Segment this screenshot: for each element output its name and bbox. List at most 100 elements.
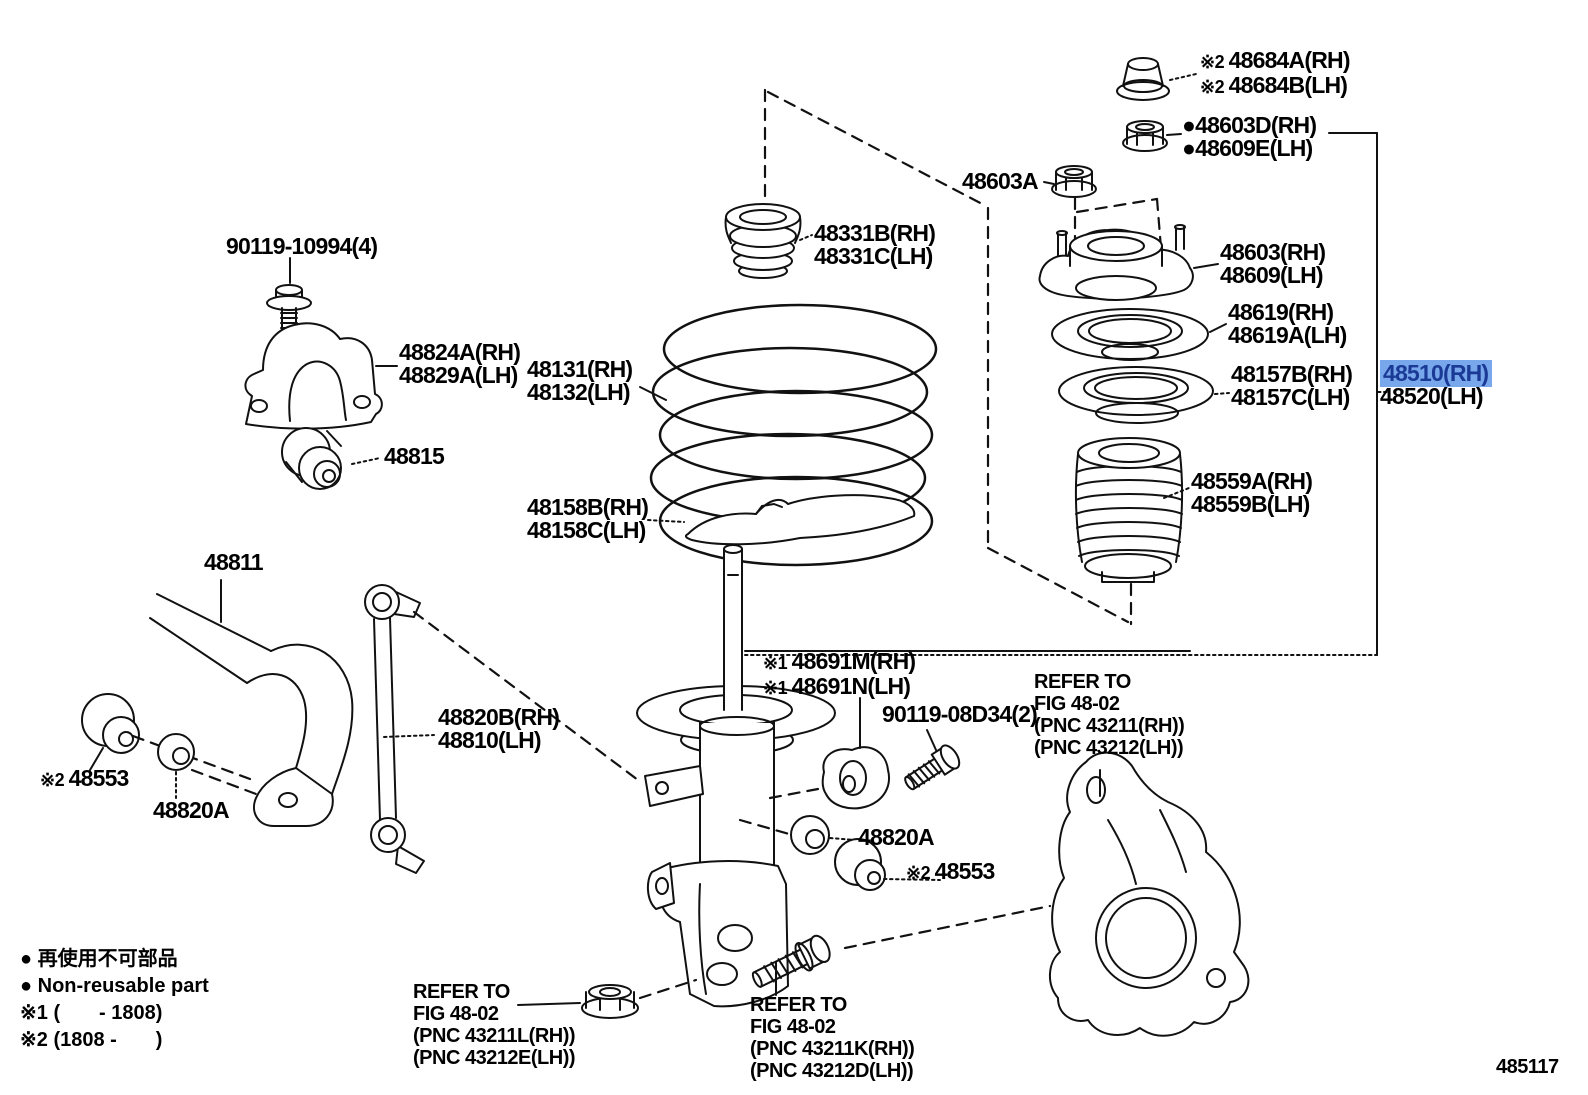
- part-number: 48132(LH): [527, 379, 631, 405]
- part-number: 48158C(LH): [527, 517, 646, 543]
- part-number: 48691N(LH): [791, 673, 911, 699]
- refer-mid-line: REFER TO: [1034, 671, 1184, 693]
- label-48824a-line: 48829A(LH): [399, 364, 520, 387]
- refer-mid-line: (PNC 43212(LH)): [1034, 737, 1184, 759]
- label-48158b-line: 48158C(LH): [527, 519, 648, 542]
- label-48553-left: ※2 48553: [40, 767, 129, 792]
- part-steering-knuckle-drawing: [843, 751, 1250, 1037]
- part-bushing-48553-left-drawing: [81, 693, 252, 781]
- note-mark: ※2: [906, 863, 935, 883]
- label-48815-line: 48815: [384, 445, 445, 468]
- label-48331b: 48331B(RH)48331C(LH): [814, 220, 936, 268]
- refer-bottom-left-line: (PNC 43212E(LH)): [413, 1047, 576, 1069]
- legend-line: ● 再使用不可部品: [20, 946, 209, 973]
- note-mark: ※2: [1200, 52, 1229, 72]
- part-number: REFER TO: [1034, 671, 1131, 693]
- label-48553-mid-line: ※2 48553: [906, 860, 995, 885]
- part-number: 48820B(RH): [438, 704, 560, 730]
- part-bump-stopper-48331-drawing: [724, 203, 813, 279]
- legend-line: ※1 ( - 1808): [20, 1000, 209, 1027]
- part-shock-absorber-strut-drawing: [636, 544, 836, 1008]
- label-48820a-left: 48820A: [153, 797, 230, 823]
- label-48603: 48603(RH)48609(LH): [1220, 241, 1326, 288]
- part-number: (PNC 43212E(LH)): [413, 1047, 576, 1069]
- part-stabilizer-bushing-48815-drawing: [281, 427, 381, 490]
- part-number: 48131(RH): [527, 356, 633, 382]
- part-nut-48820a-mid-drawing: [738, 815, 856, 855]
- part-number: 48331B(RH): [814, 220, 936, 246]
- label-48157b-line: 48157C(LH): [1231, 386, 1352, 409]
- part-stabilizer-link-48820b-drawing: [364, 584, 640, 874]
- part-number: 48811: [204, 549, 263, 575]
- part-number: 48331C(LH): [814, 243, 933, 269]
- diagram-code-line: 485117: [1496, 1056, 1559, 1078]
- part-number: 48810(LH): [438, 727, 542, 753]
- part-number: ● Non-reusable part: [20, 975, 209, 997]
- label-48157b: 48157B(RH)48157C(LH): [1231, 361, 1353, 409]
- label-48603a: 48603A: [962, 168, 1039, 194]
- part-number: (PNC 43212D(LH)): [750, 1060, 914, 1082]
- part-stabilizer-bracket-48824-drawing: [244, 322, 398, 430]
- refer-bottom-right-line: (PNC 43212D(LH)): [750, 1060, 914, 1082]
- part-strut-mount-drawing: [1038, 224, 1219, 301]
- part-number: FIG 48-02: [413, 1003, 499, 1025]
- part-number: 48824A(RH): [399, 339, 521, 365]
- part-spring-seat-48157-drawing: [1058, 366, 1230, 424]
- label-48820b-line: 48810(LH): [438, 729, 559, 752]
- label-48811-line: 48811: [204, 551, 263, 574]
- part-number: 90119-10994(4): [226, 233, 378, 259]
- part-nut-refer-left-drawing: [517, 978, 698, 1019]
- note-mark: ※2: [40, 770, 69, 790]
- label-48691: ※1 48691M(RH)※1 48691N(LH): [763, 650, 916, 700]
- label-48510-48520-line: 48510(RH): [1380, 360, 1493, 387]
- part-bearing-seal-48619-drawing: [1051, 308, 1227, 361]
- part-spacer-48691-drawing: [768, 697, 890, 810]
- refer-mid-line: FIG 48-02: [1034, 693, 1184, 715]
- refer-bottom-left-line: (PNC 43211L(RH)): [413, 1025, 576, 1047]
- label-48691-line: ※1 48691N(LH): [763, 675, 915, 700]
- part-number: 48553: [68, 765, 130, 791]
- part-number: 48820A: [153, 797, 230, 823]
- part-number: 48609(LH): [1220, 262, 1324, 288]
- label-48619-line: 48619(RH): [1228, 301, 1347, 324]
- assembly-bracket-lines: [744, 132, 1389, 656]
- part-number: ※1 ( - 1808): [20, 1002, 163, 1024]
- label-48553-left-line: ※2 48553: [40, 767, 129, 792]
- label-48131-line: 48131(RH): [527, 356, 633, 382]
- part-number: 48619(RH): [1228, 299, 1334, 325]
- refer-mid-line: (PNC 43211(RH)): [1034, 715, 1185, 737]
- refer-bottom-left-line: REFER TO: [413, 981, 575, 1003]
- part-number: FIG 48-02: [1034, 693, 1120, 715]
- label-48820b: 48820B(RH)48810(LH): [438, 704, 560, 752]
- part-number: 48559B(LH): [1191, 491, 1310, 517]
- diagram-code: 485117: [1496, 1056, 1559, 1078]
- label-48331b-line: 48331C(LH): [814, 245, 935, 268]
- label-90119-10994: 90119-10994(4): [226, 233, 378, 259]
- part-cap-48684-drawing: [1116, 57, 1197, 101]
- note-mark: ※2: [1200, 77, 1229, 97]
- label-48820b-line: 48820B(RH): [438, 704, 560, 730]
- part-spring-insulator-48158-drawing: [647, 494, 916, 546]
- label-48157b-line: 48157B(RH): [1231, 361, 1353, 387]
- label-48815: 48815: [384, 445, 445, 468]
- part-number: 48684B(LH): [1228, 72, 1348, 98]
- part-number: 48158B(RH): [527, 494, 649, 520]
- part-number: 48157C(LH): [1231, 384, 1350, 410]
- part-number: 48157B(RH): [1231, 361, 1353, 387]
- part-number: (PNC 43212(LH)): [1034, 737, 1184, 759]
- label-48820a-mid: 48820A: [858, 826, 935, 849]
- part-number: 90119-08D34(2): [882, 701, 1038, 727]
- label-48684-line: ※2 48684B(LH): [1200, 74, 1350, 99]
- label-48691-line: ※1 48691M(RH): [763, 650, 916, 675]
- part-number: 48603A: [962, 168, 1039, 194]
- part-bushing-48553-mid-drawing: [834, 838, 941, 891]
- label-48619: 48619(RH)48619A(LH): [1228, 301, 1347, 347]
- part-number: 48684A(RH): [1228, 47, 1351, 73]
- part-number: (PNC 43211(RH)): [1034, 715, 1185, 737]
- part-number: 485117: [1496, 1056, 1559, 1078]
